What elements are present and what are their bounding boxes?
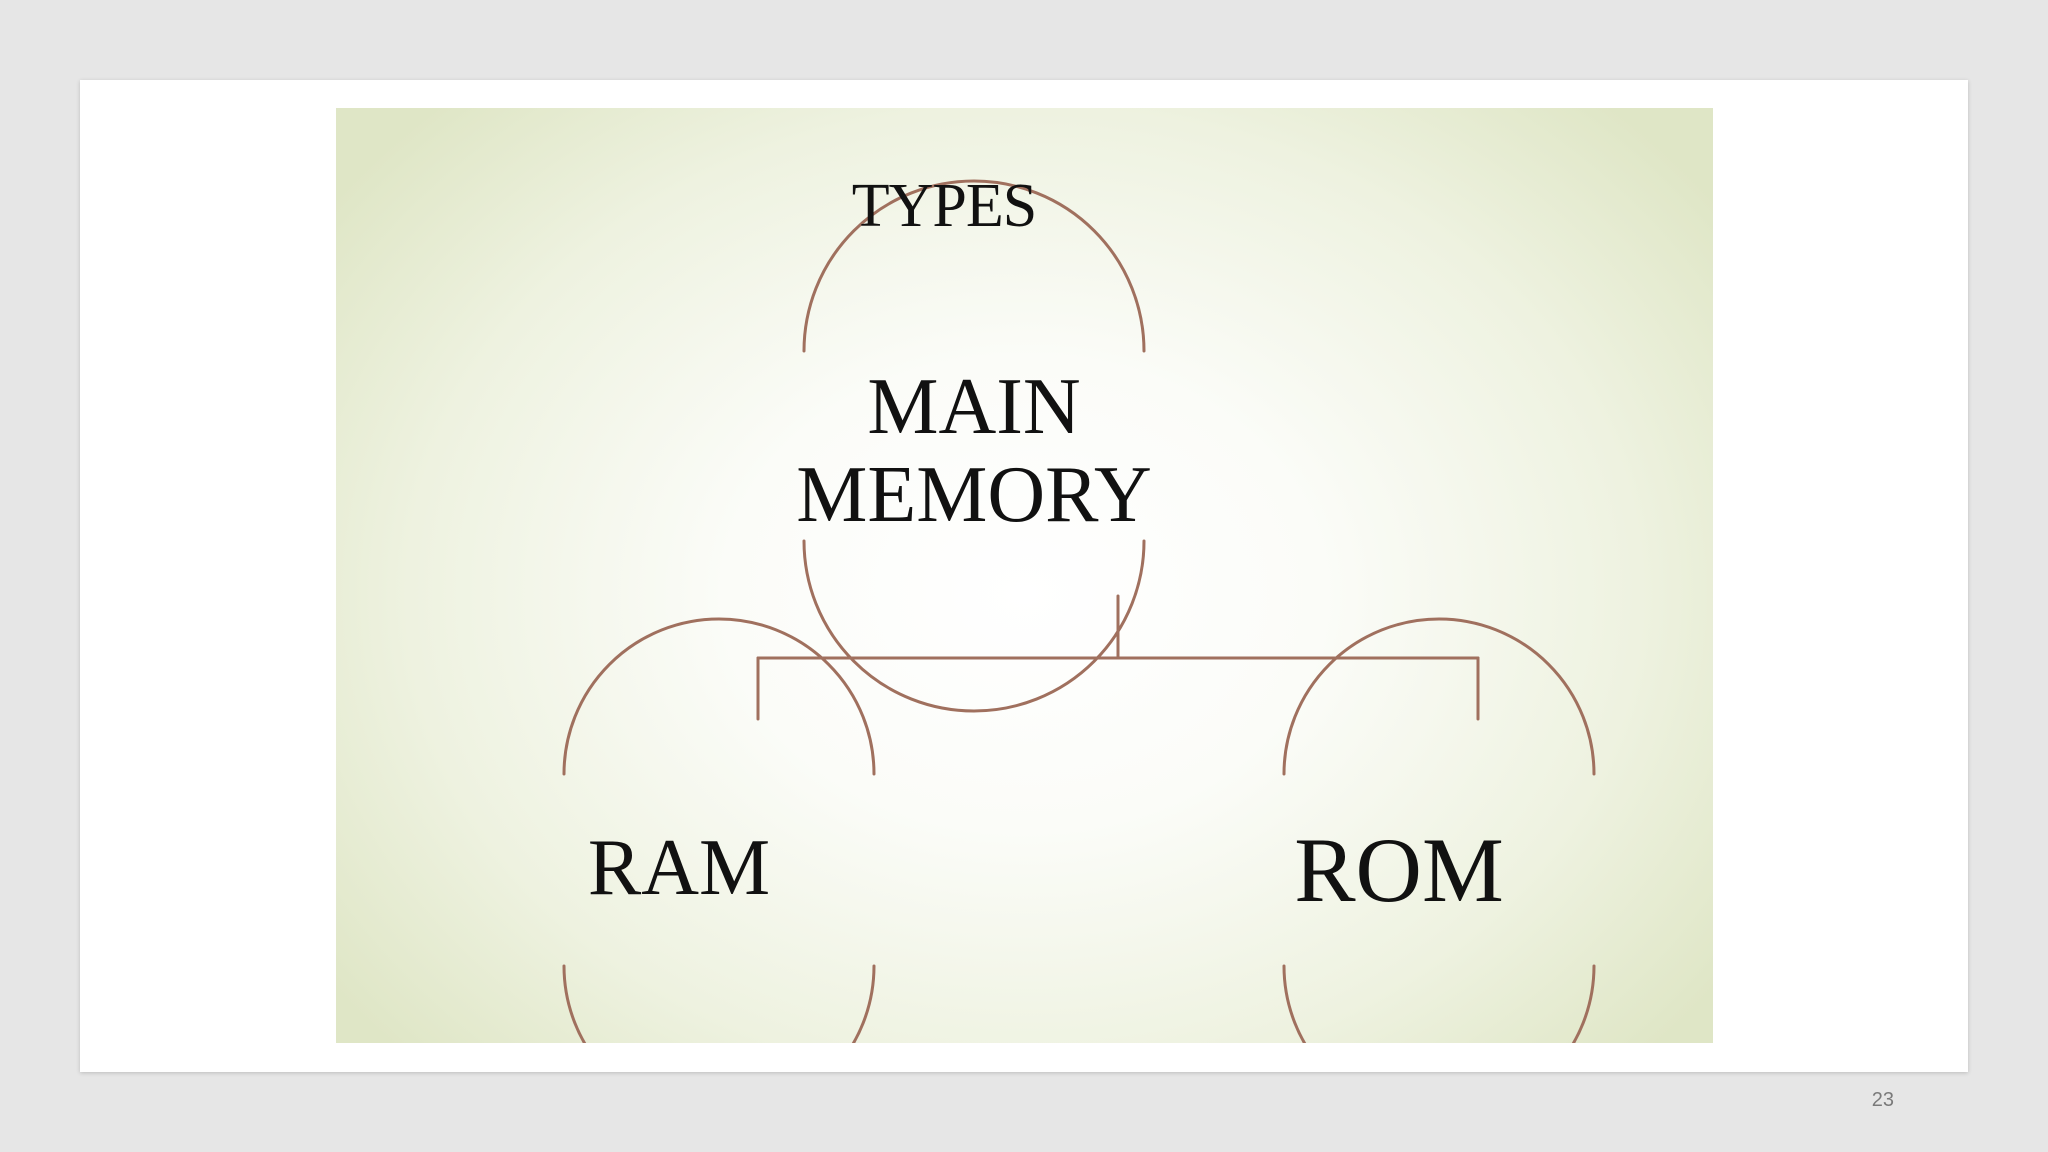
memory-types-diagram: TYPES MAIN MEMORY RAM ROM	[336, 108, 1713, 1043]
main-memory-line-1: MAIN	[867, 363, 1081, 451]
rom-top-arc	[1282, 617, 1596, 776]
rom-bottom-arc	[1282, 964, 1596, 1043]
main-memory-bottom-arc	[802, 539, 1146, 713]
main-memory-line-2: MEMORY	[796, 451, 1152, 539]
page-number: 23	[1871, 1089, 1894, 1111]
ram-top-arc	[562, 617, 876, 776]
diagram-title: TYPES	[851, 172, 1037, 240]
rom-label: ROM	[1294, 819, 1504, 921]
ram-bottom-arc	[562, 964, 876, 1043]
main-memory-label: MAIN MEMORY	[784, 363, 1164, 539]
diagram-connectors	[562, 179, 1596, 1043]
ram-label: RAM	[587, 824, 771, 912]
main-memory-top-arc	[802, 179, 1146, 353]
slide: TYPES MAIN MEMORY RAM ROM	[80, 80, 1968, 1072]
